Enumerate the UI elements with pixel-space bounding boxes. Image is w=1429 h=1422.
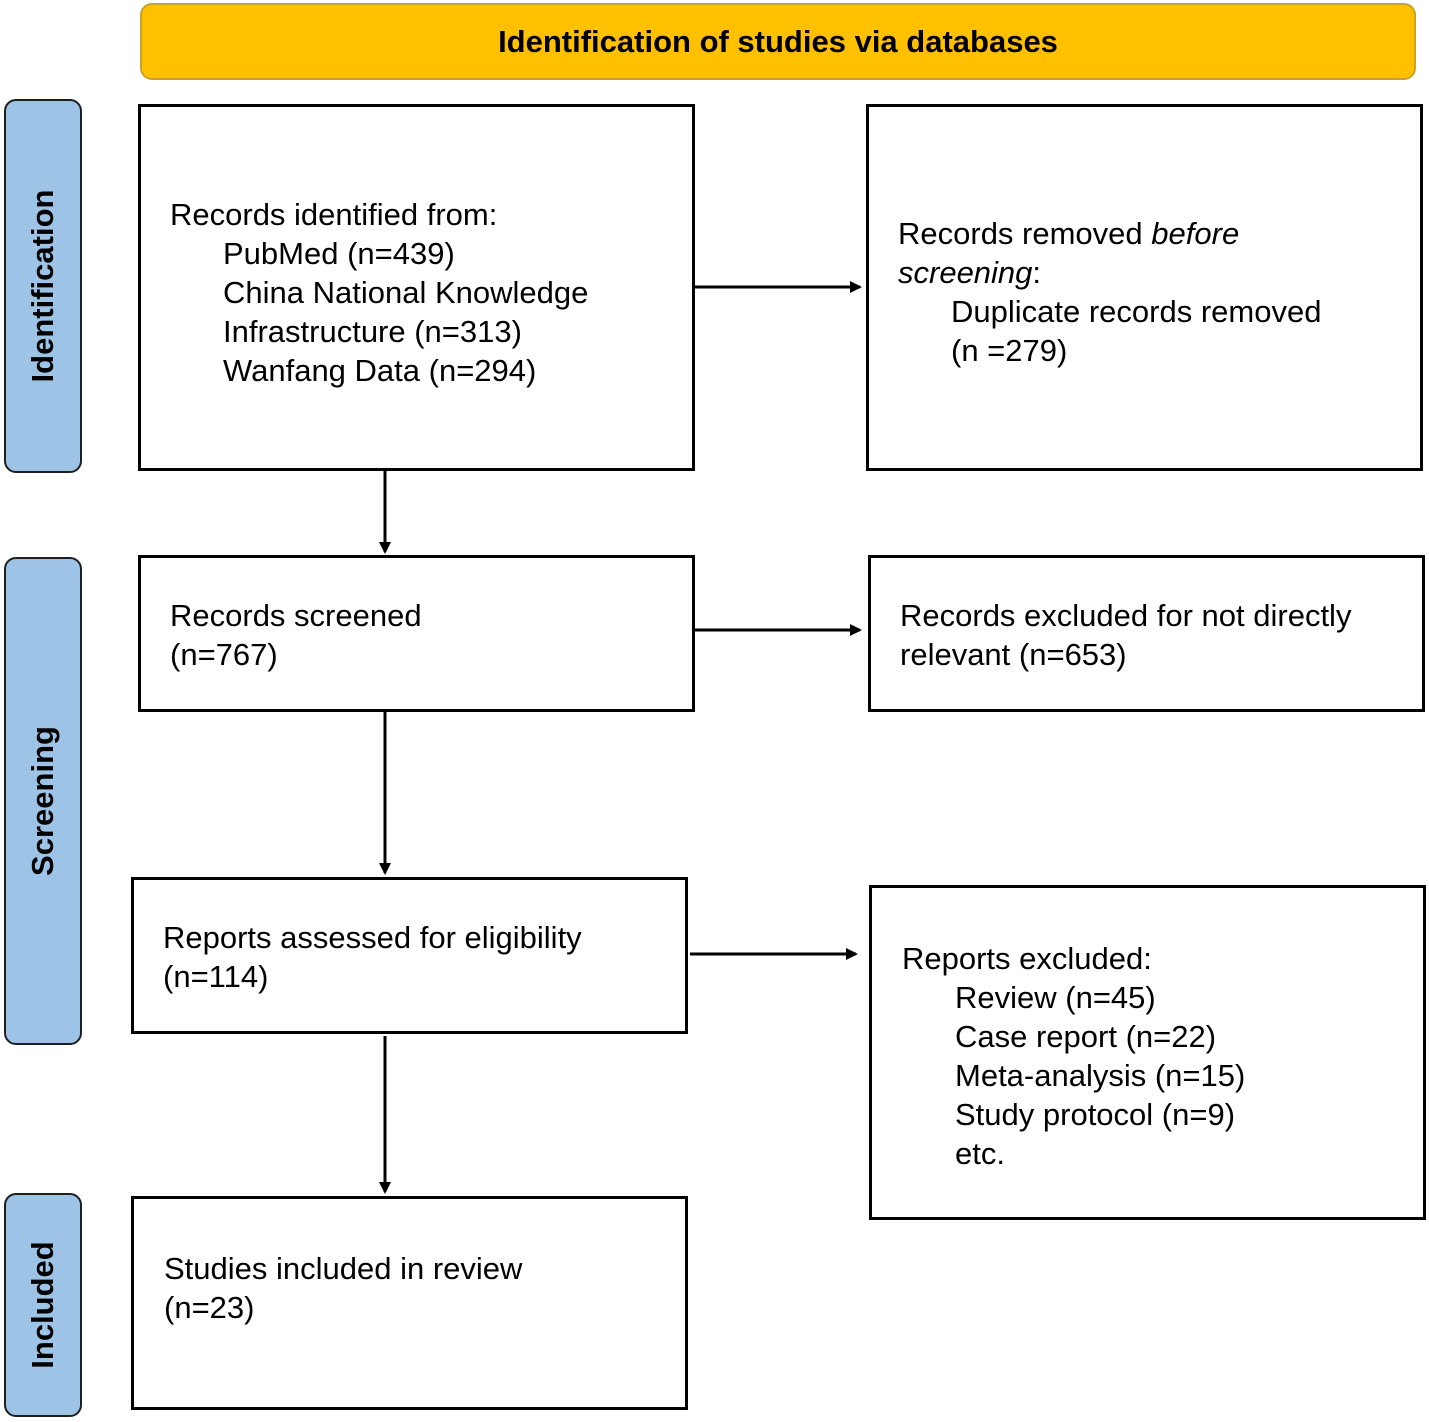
header-title: Identification of studies via databases [498, 23, 1058, 59]
records-removed-italic-screening: screening [898, 255, 1033, 290]
records-removed-colon: : [1032, 255, 1042, 290]
records-screened-box: Records screened (n=767) [138, 555, 695, 712]
header-band: Identification of studies via databases [140, 3, 1416, 80]
source-cnki-line2: Infrastructure (n=313) [223, 314, 522, 349]
records-removed-prefix: Records removed [898, 216, 1152, 251]
stage-screening: Screening [4, 557, 82, 1045]
source-cnki-line1: China National Knowledge [223, 275, 589, 310]
studies-included-box: Studies included in review (n=23) [131, 1196, 688, 1410]
records-excluded-box: Records excluded for not directly releva… [868, 555, 1425, 712]
source-pubmed: PubMed (n=439) [223, 236, 455, 271]
excluded-review: Review (n=45) [955, 980, 1156, 1015]
duplicate-records-label: Duplicate records removed [951, 294, 1322, 329]
records-identified-box: Records identified from: PubMed (n=439) … [138, 104, 695, 471]
excluded-study-protocol: Study protocol (n=9) [955, 1097, 1236, 1132]
records-removed-box: Records removed before screening: Duplic… [866, 104, 1423, 471]
reports-assessed-count: (n=114) [163, 959, 269, 994]
reports-assessed-label: Reports assessed for eligibility [163, 920, 582, 955]
reports-assessed-box: Reports assessed for eligibility (n=114) [131, 877, 688, 1034]
excluded-case-report: Case report (n=22) [955, 1019, 1217, 1054]
records-identified-heading: Records identified from: [170, 197, 498, 232]
studies-included-count: (n=23) [164, 1290, 255, 1325]
source-wanfang: Wanfang Data (n=294) [223, 353, 537, 388]
records-removed-line2: screening: [898, 253, 1420, 292]
records-excluded-line2: relevant (n=653) [900, 637, 1127, 672]
records-removed-line1: Records removed before [898, 214, 1420, 253]
records-excluded-line1: Records excluded for not directly [900, 598, 1352, 633]
stage-included: Included [4, 1193, 82, 1417]
excluded-etc: etc. [955, 1136, 1005, 1171]
reports-excluded-box: Reports excluded: Review (n=45) Case rep… [869, 885, 1426, 1220]
stage-identification: Identification [4, 99, 82, 473]
studies-included-label: Studies included in review [164, 1251, 523, 1286]
duplicate-records-count: (n =279) [951, 333, 1068, 368]
records-screened-label: Records screened [170, 598, 422, 633]
records-removed-italic-before: before [1151, 216, 1240, 251]
records-screened-count: (n=767) [170, 637, 278, 672]
reports-excluded-heading: Reports excluded: [902, 941, 1152, 976]
excluded-meta-analysis: Meta-analysis (n=15) [955, 1058, 1246, 1093]
